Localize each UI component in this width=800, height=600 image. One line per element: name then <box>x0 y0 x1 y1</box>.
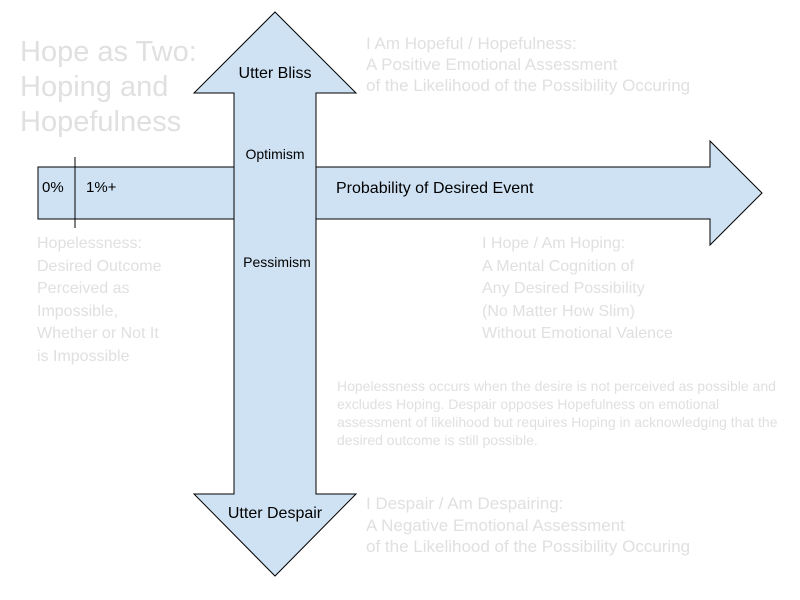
utter-despair-label: Utter Despair <box>227 505 323 522</box>
optimism-label: Optimism <box>245 146 305 162</box>
despair-description: I Despair / Am Despairing: A Negative Em… <box>366 494 691 556</box>
horizontal-probability-arrow <box>37 139 763 247</box>
hopelessness-description: Hopelessness: Desired Outcome Perceived … <box>37 235 162 365</box>
utter-bliss-label: Utter Bliss <box>238 65 312 82</box>
hopefulness-description: I Am Hopeful / Hopefulness: A Positive E… <box>366 34 691 95</box>
probability-axis-label: Probability of Desired Event <box>336 180 534 197</box>
vertical-emotion-arrow <box>192 11 358 577</box>
one-percent-plus-label: 1%+ <box>86 179 117 196</box>
diagram-title: Hope as Two: Hoping and Hopefulness <box>20 36 197 138</box>
hoping-description: I Hope / Am Hoping: A Mental Cognition o… <box>482 235 673 342</box>
zero-percent-label: 0% <box>42 179 64 196</box>
pessimism-label: Pessimism <box>243 254 311 270</box>
explanation-text: Hopelessness occurs when the desire is n… <box>337 378 778 448</box>
